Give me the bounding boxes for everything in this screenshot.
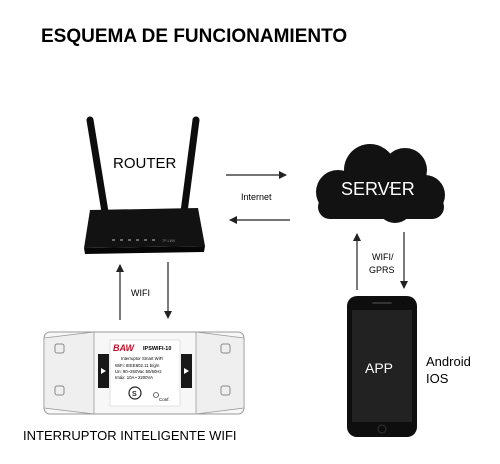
switch-spec-line1: Interruptor Smart WiFi bbox=[121, 356, 163, 361]
switch-spec-line2: WiFi: IEEE802.11 b/g/n bbox=[115, 363, 160, 368]
switch-conf-label: Conf. bbox=[159, 397, 170, 402]
app-label: APP bbox=[365, 360, 393, 376]
router-label: ROUTER bbox=[113, 155, 177, 172]
smartphone-device bbox=[347, 296, 417, 437]
os-label-ios: IOS bbox=[426, 371, 449, 386]
svg-text:S: S bbox=[132, 391, 137, 398]
internet-label: Internet bbox=[241, 192, 272, 202]
smart-switch-device: S bbox=[43, 331, 245, 415]
switch-model: IPSWIFI-10 bbox=[143, 346, 171, 352]
server-label: SERVER bbox=[341, 179, 415, 199]
switch-brand-logo: BAW bbox=[113, 343, 136, 353]
switch-spec-line4: Imáx: 10A • 2200VA bbox=[115, 375, 153, 380]
diagram-title: ESQUEMA DE FUNCIONAMIENTO bbox=[41, 26, 347, 47]
wifi-link-label: WIFI bbox=[131, 288, 150, 298]
switch-caption: INTERRUPTOR INTELIGENTE WIFI bbox=[23, 428, 237, 443]
switch-spec-line3: Un: 90~250Vac 50/60Hz bbox=[115, 369, 162, 374]
cloud-icon bbox=[316, 144, 445, 223]
wifi-gprs-label-line1: WIFI/ bbox=[372, 252, 394, 262]
router-brand-text: TP-LINK bbox=[162, 239, 176, 243]
wifi-gprs-label-line2: GPRS bbox=[369, 265, 395, 275]
os-label-android: Android bbox=[426, 354, 471, 369]
router-device bbox=[84, 116, 205, 254]
